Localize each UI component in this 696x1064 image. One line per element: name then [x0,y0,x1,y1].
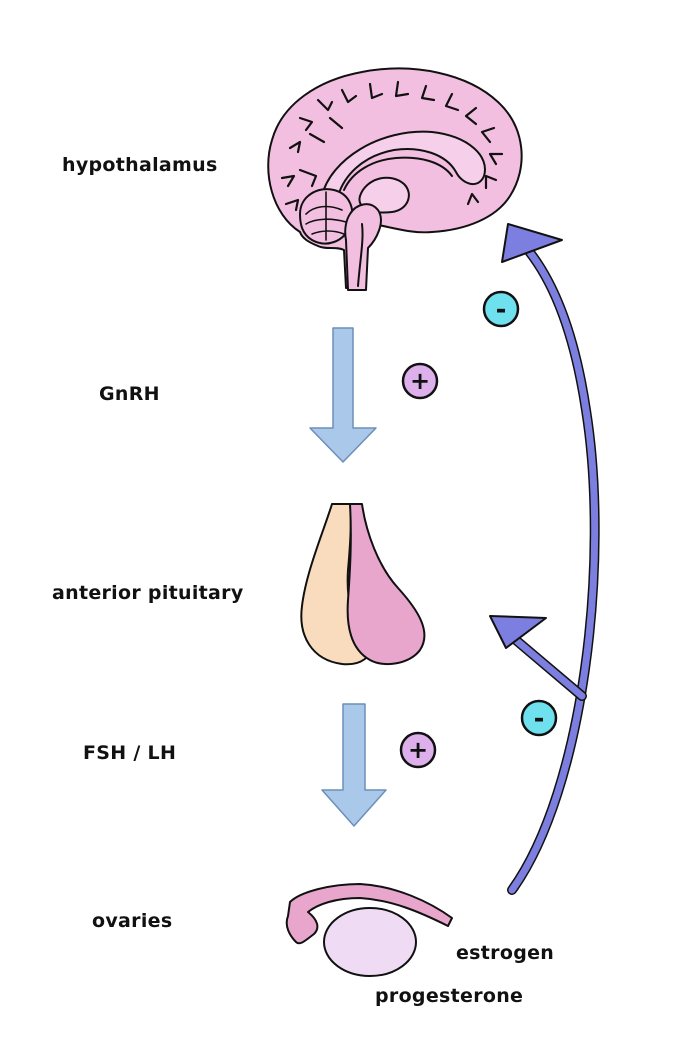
ovary-icon [285,883,453,977]
svg-text:+: + [408,736,428,764]
gnrh-label: GnRH [99,383,160,405]
progesterone-label: progesterone [375,985,524,1007]
feedback-arrow-to-hypothalamus [501,223,600,895]
svg-text:-: - [534,704,545,734]
brain-icon [267,67,523,291]
svg-text:-: - [496,295,507,325]
fsh-lh-down-arrow [321,703,387,827]
ovaries-label: ovaries [92,910,173,932]
fsh-lh-label: FSH / LH [83,742,177,764]
pituitary-gland-icon [300,503,426,666]
feedback-arrow-to-pituitary [489,615,587,701]
svg-text:+: + [410,367,430,395]
stimulate-sign-fsh-lh: + [399,731,437,769]
inhibit-sign-hypothalamus: - [482,290,520,328]
gnrh-down-arrow [309,327,377,463]
inhibit-sign-pituitary: - [520,699,558,737]
anterior-pituitary-label: anterior pituitary [52,582,244,604]
estrogen-label: estrogen [456,942,555,964]
hypothalamus-label: hypothalamus [62,154,218,176]
stimulate-sign-gnrh: + [401,362,439,400]
